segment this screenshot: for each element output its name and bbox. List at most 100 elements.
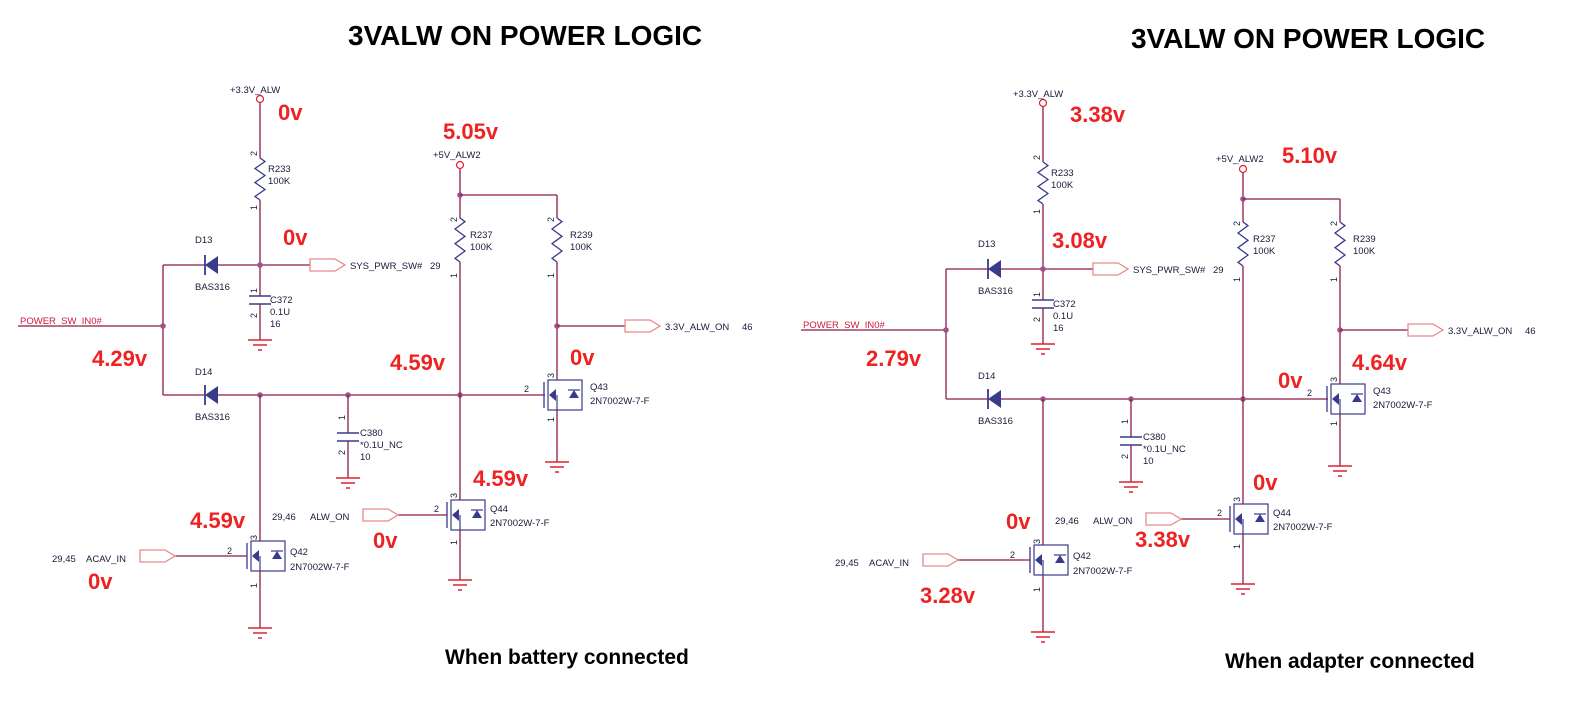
body-diode-icon — [272, 551, 282, 559]
q43-ref: Q43 — [590, 382, 608, 393]
voltage-reading-v5v-alw2: 5.05v — [443, 119, 499, 144]
pin-number: 1 — [249, 583, 259, 588]
body-diode-icon — [472, 510, 482, 518]
voltage-reading-q44-drain: 4.59v — [473, 466, 529, 491]
pin-number: 2 — [249, 151, 259, 156]
power-rail-icon — [1238, 164, 1248, 174]
panel-title-adapter: 3VALW ON POWER LOGIC — [1131, 23, 1486, 54]
pin-number: 1 — [1032, 587, 1042, 592]
pin-number: 2 — [546, 217, 556, 222]
alw-on-out-port — [624, 319, 662, 333]
pin-number: 1 — [1120, 419, 1130, 424]
resistor-r237 — [1236, 221, 1250, 267]
alw-on-out-page: 46 — [742, 322, 753, 333]
d13-part: BAS316 — [978, 286, 1013, 297]
d14-ref: D14 — [195, 367, 212, 378]
sys-pwr-sw-page: 29 — [1213, 265, 1224, 276]
mosfet-body — [450, 499, 486, 531]
q43-ref: Q43 — [1373, 386, 1391, 397]
c380-value: *0.1U_NC — [360, 440, 403, 451]
voltage-reading-alw-on: 0v — [373, 528, 398, 553]
alw-on-in-page: 29,46 — [1055, 516, 1079, 527]
pin-number: 1 — [449, 273, 459, 278]
pin-number: 3 — [249, 535, 259, 540]
alw-on-out-label: 3.3V_ALW_ON — [665, 322, 729, 333]
q42-part: 2N7002W-7-F — [290, 562, 350, 573]
pin-number: 1 — [1329, 277, 1339, 282]
pin-number: 1 — [249, 288, 259, 293]
pin-number: 2 — [449, 217, 459, 222]
mosfet-arrow-icon — [1332, 393, 1339, 405]
pin-number: 2 — [1032, 155, 1042, 160]
pin-number: 2 — [337, 450, 347, 455]
resistor-r233 — [253, 157, 267, 201]
rail-3v3-alw-label: +3.3V_ALW — [1013, 89, 1063, 100]
caption-battery: When battery connected — [445, 646, 689, 669]
d13-ref: D13 — [978, 239, 995, 250]
r237-value: 100K — [470, 242, 493, 253]
voltage-reading-q43-drain: 0v — [570, 345, 595, 370]
resistor-r239 — [550, 217, 564, 263]
pin-number: 2 — [1120, 454, 1130, 459]
pin-number: 3 — [1329, 377, 1339, 382]
d14-part: BAS316 — [978, 416, 1013, 427]
voltage-reading-sys-pwr-sw: 3.08v — [1052, 228, 1108, 253]
mosfet-q42 — [1029, 544, 1069, 576]
r237-ref: R237 — [1253, 234, 1276, 245]
r237-value: 100K — [1253, 246, 1276, 257]
pin-number: 1 — [1232, 277, 1242, 282]
ground-icon — [1031, 338, 1055, 355]
pin-number: 2 — [524, 384, 529, 394]
r239-ref: R239 — [570, 230, 593, 241]
schematic-adapter: +3.3V_ALWR233100K21C3720.1U1612D13BAS316… — [801, 89, 1536, 643]
q42-ref: Q42 — [1073, 551, 1091, 562]
ground-icon — [248, 334, 272, 351]
q42-ref: Q42 — [290, 547, 308, 558]
diode-d14 — [988, 390, 1001, 408]
voltage-reading-q42-drain: 4.59v — [190, 508, 246, 533]
power-rail-icon — [455, 160, 465, 170]
ground-icon — [1119, 476, 1143, 493]
c372-ref: C372 — [270, 295, 293, 306]
ground-icon — [545, 456, 569, 473]
acav-in-port — [922, 553, 960, 567]
acav-in-page: 29,45 — [835, 558, 859, 569]
pin-number: 2 — [1307, 388, 1312, 398]
junction-dot — [943, 327, 949, 333]
acav-in-port — [139, 549, 177, 563]
q43-part: 2N7002W-7-F — [1373, 400, 1433, 411]
d13-part: BAS316 — [195, 282, 230, 293]
voltage-reading-acav-in: 3.28v — [920, 583, 976, 608]
c380-ref: C380 — [360, 428, 383, 439]
pin-number: 2 — [434, 504, 439, 514]
mosfet-q44 — [446, 499, 486, 531]
voltage-reading-q44-drain: 0v — [1253, 470, 1278, 495]
voltage-reading-acav-in: 0v — [88, 569, 113, 594]
d13-ref: D13 — [195, 235, 212, 246]
ground-icon — [248, 622, 272, 639]
pin-number: 1 — [546, 273, 556, 278]
mosfet-arrow-icon — [1035, 554, 1042, 566]
r237-ref: R237 — [470, 230, 493, 241]
mosfet-arrow-icon — [252, 550, 259, 562]
c372-rating: 16 — [1053, 323, 1064, 334]
voltage-reading-q43-drain: 4.64v — [1352, 350, 1408, 375]
pin-number: 1 — [546, 417, 556, 422]
alw-on-in-label: ALW_ON — [1093, 516, 1133, 527]
d14-ref: D14 — [978, 371, 995, 382]
c380-value: *0.1U_NC — [1143, 444, 1186, 455]
voltage-reading-d14-node: 0v — [1278, 368, 1303, 393]
r239-value: 100K — [570, 242, 593, 253]
q44-part: 2N7002W-7-F — [1273, 522, 1333, 533]
sys-pwr-sw-page: 29 — [430, 261, 441, 272]
panel-title-battery: 3VALW ON POWER LOGIC — [348, 20, 703, 51]
pin-number: 1 — [249, 205, 259, 210]
pin-number: 3 — [1232, 497, 1242, 502]
alw-on-out-label: 3.3V_ALW_ON — [1448, 326, 1512, 337]
ground-icon — [448, 574, 472, 591]
schematic-battery: +3.3V_ALWR233100K21C3720.1U1612D13BAS316… — [18, 85, 753, 639]
junction-dot — [160, 323, 166, 329]
rail-3v3-alw-label: +3.3V_ALW — [230, 85, 280, 96]
rail-5v-alw2-label: +5V_ALW2 — [433, 150, 481, 161]
mosfet-q42 — [246, 540, 286, 572]
